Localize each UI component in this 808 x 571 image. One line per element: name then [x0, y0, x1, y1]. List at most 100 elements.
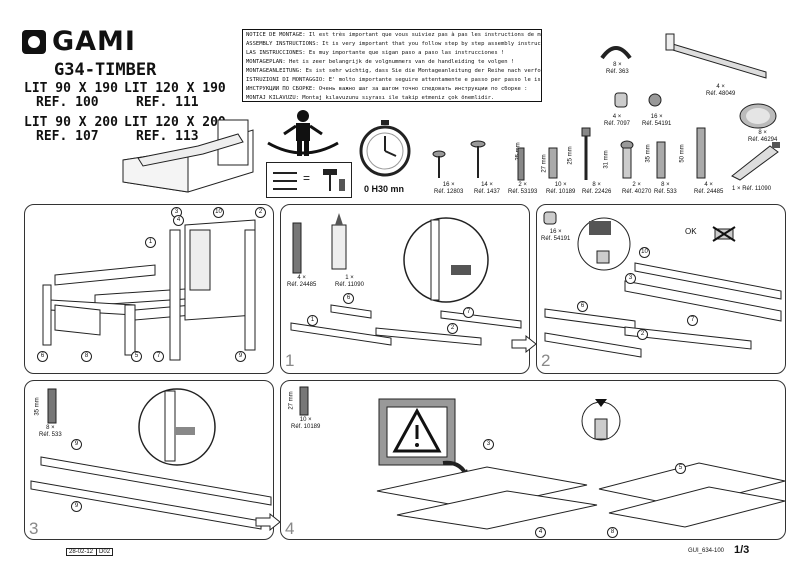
part-number: 9: [71, 439, 82, 450]
bed-illustration: [122, 119, 254, 193]
hw-7-length: 35 mm: [645, 144, 652, 163]
part-number: 10: [639, 247, 650, 258]
part-number: 4: [173, 215, 184, 226]
footer-code: D02: [96, 549, 110, 555]
dowel-27-icon: [548, 147, 558, 179]
step1-dowel-label: 4 ×Réf. 24485: [287, 275, 317, 288]
part-number: 6: [37, 351, 48, 362]
ref-size: LIT 90 X 200: [24, 115, 118, 130]
exploded-bed-diagram: [42, 219, 256, 361]
notice-line: MONTAJ KILAVUZU: Montaj kılavuzunu sıyra…: [246, 95, 495, 101]
hw-top-5: 8 × Réf. 46294: [748, 130, 777, 144]
footer-date: 28-02-12: [69, 549, 94, 555]
hw-qty: 4 ×: [716, 84, 725, 90]
notice-line: ISTRUZIONI DI MONTAGGIO: E' molto import…: [246, 77, 541, 83]
notice-line: MONTAGEANLEITUNG: Es ist sehr wichtig, d…: [246, 68, 542, 74]
dowel-35-icon: [656, 141, 666, 179]
ref-size: LIT 120 X 190: [124, 81, 226, 96]
next-step-arrow-icon: [255, 512, 281, 532]
hw-ref: Réf. 48049: [706, 91, 736, 97]
ref-block-1: LIT 90 X 190 REF. 100: [24, 82, 118, 110]
step-number: 1: [285, 351, 295, 370]
hammer-detail-circle: [403, 217, 489, 303]
part-number: 7: [153, 351, 164, 362]
step-4-panel: 4 27 mm 10 ×Réf. 10189 3 4 5 8: [280, 380, 786, 540]
hw-5-length: 25 mm: [567, 146, 574, 165]
glue-bottle-icon: [331, 213, 347, 270]
notice-line: ASSEMBLY INSTRUCTIONS: It is very import…: [246, 41, 542, 47]
footer-date-box: 28-02-12 D02: [66, 548, 114, 556]
rail-icon: [665, 33, 767, 79]
hammer-cam-detail: [577, 217, 631, 271]
notice-line: LAS INSTRUCCIONES: Es muy importante que…: [246, 50, 505, 56]
ref-code: REF. 113: [136, 129, 199, 144]
ref-code: REF. 107: [36, 129, 99, 144]
step-number: 4: [285, 519, 295, 538]
next-step-arrow-icon: [511, 334, 537, 354]
step4-panel-right: [598, 462, 786, 528]
step1-glue-label: 1 ×Réf. 11090: [335, 275, 364, 288]
hw-7: 8 ×Réf. 533: [654, 182, 677, 195]
page-number: 1/3: [734, 544, 750, 556]
part-number: 2: [447, 323, 458, 334]
cam-nut-icon: [543, 211, 557, 225]
notice-line: NOTICE DE MONTAGE: Il est très important…: [246, 32, 542, 38]
step3-rails: [30, 456, 272, 530]
ref-block-4: LIT 120 X 200 REF. 113: [124, 116, 226, 144]
step-number: 3: [29, 519, 39, 538]
hw-qty: 8 ×: [613, 62, 622, 68]
stopwatch-icon: [359, 120, 411, 177]
ref-code: REF. 111: [136, 95, 199, 110]
dowel-detail-circle: [138, 388, 216, 466]
part-number: 2: [255, 207, 266, 218]
notice-line: ИНСТРУКЦИИ ПО СБОРКЕ: Очень важно шаг за…: [246, 86, 528, 92]
hw-8-length: 50 mm: [679, 144, 686, 163]
hw-4: 10 ×Réf. 10189: [546, 182, 576, 195]
step-number: 2: [541, 351, 551, 370]
glue-tube-icon: [731, 142, 780, 181]
part-number: 6: [577, 301, 588, 312]
hw-1: 16 ×Réf. 12803: [434, 182, 464, 195]
step4-panel-left: [376, 466, 598, 530]
part-number: 1: [145, 237, 156, 248]
felt-pad-icon: [739, 103, 777, 129]
step3-hw-label: 8 ×Réf. 533: [39, 425, 62, 438]
notice-line: MONTAGEPLAN: Het is zeer belangrijk de v…: [246, 59, 515, 65]
tools-box: =: [266, 162, 352, 198]
bolt-icon: [517, 147, 525, 181]
wrong-way-icon: [712, 226, 736, 242]
part-number: 10: [213, 207, 224, 218]
part-number: 3: [483, 439, 494, 450]
hammer-icon: [323, 169, 345, 191]
hw-8: 4 ×Réf. 24485: [694, 182, 724, 195]
part-number: 2: [637, 329, 648, 340]
hw-ref: Réf. 7097: [604, 121, 631, 127]
person-reading-icon: [267, 110, 339, 156]
model-name: G34-TIMBER: [54, 60, 157, 80]
tools-equals: =: [303, 171, 311, 185]
brand-name: GAMI: [52, 26, 136, 57]
dowel-icon: [292, 222, 302, 274]
barrel-nut-icon: [620, 140, 634, 179]
part-number: 3: [625, 273, 636, 284]
hw-ref: Réf. 363: [606, 69, 629, 75]
screw-small-icon: [432, 150, 446, 178]
ref-code: REF. 100: [36, 95, 99, 110]
notice-box: NOTICE DE MONTAGE: Il est très important…: [242, 29, 542, 102]
step-1-panel: 1 4 ×Réf. 24485 1 ×Réf. 11090 1 6 2 7: [280, 204, 530, 374]
step4-length: 27 mm: [288, 391, 295, 410]
step2-hw-label: 16 ×Réf. 54191: [541, 229, 571, 242]
warning-panel-icon: [378, 398, 456, 466]
hw-3: 2 ×Réf. 53193: [508, 182, 538, 195]
assembly-time: 0 H30 mn: [364, 184, 405, 194]
ref-block-2: LIT 120 X 190 REF. 111: [124, 82, 226, 110]
step2-boards: [544, 262, 782, 358]
hw-ref: Réf. 54191: [642, 121, 672, 127]
hw-top-2: 4 × Réf. 48049: [706, 84, 735, 98]
overview-panel: 1 2 3 4 5 6 7 8 9 10: [24, 204, 274, 374]
hw-top-1: 8 × Réf. 363: [606, 62, 629, 76]
ref-size: LIT 120 X 200: [124, 115, 226, 130]
hw-2: 14 ×Réf. 1437: [474, 182, 501, 195]
cam-lock-icon: [648, 93, 662, 107]
hw-top-4: 16 × Réf. 54191: [642, 114, 671, 128]
